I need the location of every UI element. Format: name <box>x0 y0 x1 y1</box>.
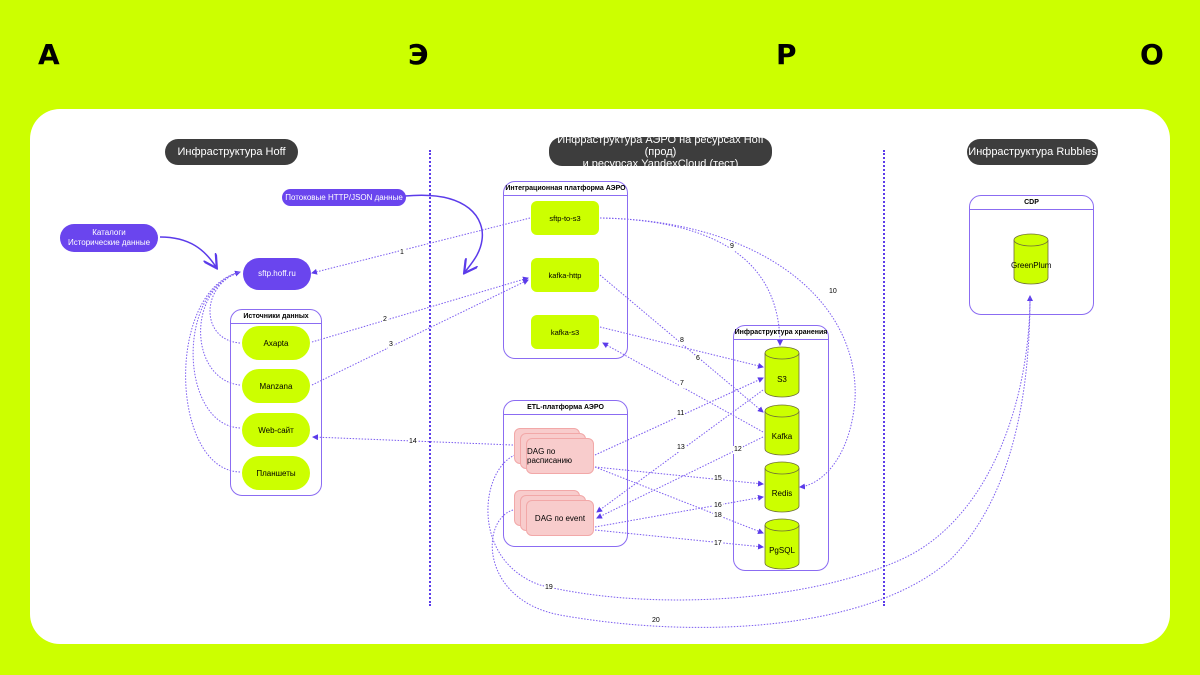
catalogs-source: Каталоги Исторические данные <box>60 224 158 252</box>
section-header-rubbles: Инфраструктура Rubbles <box>967 139 1098 165</box>
edge-website-sftp <box>192 271 241 429</box>
edge-label-12: 12 <box>733 446 743 454</box>
logo-letter-o: О <box>1140 38 1164 71</box>
cylinder-greenplum <box>1013 233 1049 285</box>
edge-label-20: 20 <box>651 617 661 625</box>
cylinder-pgsql <box>764 518 800 570</box>
integration-title: Интеграционная платформа АЭРО <box>504 182 627 196</box>
integration-kafka-http: kafka-http <box>531 258 599 292</box>
logo-letter-r: Р <box>776 38 797 71</box>
edge-tablets-sftp <box>185 271 241 473</box>
storage-group: Инфраструктура хранения <box>733 325 829 571</box>
edge-19 <box>487 295 1033 601</box>
edge-label-6: 6 <box>695 355 701 363</box>
edge-label-8: 8 <box>679 337 685 345</box>
cdp-title: CDP <box>970 196 1093 210</box>
integration-kafka-s3: kafka-s3 <box>531 315 599 349</box>
storage-title: Инфраструктура хранения <box>734 326 828 340</box>
edge-3 <box>311 279 529 386</box>
storage-redis: Redis <box>771 489 793 498</box>
sources-group: Источники данных <box>230 309 322 496</box>
dag-event-label: DAG по event <box>526 500 594 536</box>
edge-label-11: 11 <box>676 410 686 418</box>
cylinder-redis <box>764 461 800 513</box>
edge-label-2: 2 <box>382 316 388 324</box>
edge-label-3: 3 <box>388 341 394 349</box>
arrow-streaming-kafka <box>404 194 484 272</box>
edge-manzana-sftp <box>200 271 241 386</box>
edge-label-15: 15 <box>713 475 723 483</box>
arrow-catalogs-sftp <box>159 236 216 267</box>
source-website: Web-сайт <box>242 413 310 447</box>
section-header-aero: Инфраструктура АЭРО на ресурсах Hoff (пр… <box>549 134 772 170</box>
section-header-hoff: Инфраструктура Hoff <box>165 139 298 165</box>
dag-event: DAG по event <box>514 490 594 536</box>
etl-group: ETL-платформа АЭРО <box>503 400 628 547</box>
source-manzana: Manzana <box>242 369 310 403</box>
edge-label-13: 13 <box>676 444 686 452</box>
section-divider-right <box>883 150 885 606</box>
cylinder-s3 <box>764 346 800 398</box>
edge-label-19: 19 <box>544 584 554 592</box>
etl-title: ETL-платформа АЭРО <box>504 401 627 415</box>
source-axapta: Axapta <box>242 326 310 360</box>
storage-pgsql: PgSQL <box>769 546 795 555</box>
storage-s3: S3 <box>777 375 787 384</box>
edge-1 <box>311 217 531 275</box>
dag-scheduled: DAG по расписанию <box>514 428 594 474</box>
edge-17 <box>594 529 764 550</box>
edge-label-9: 9 <box>729 243 735 251</box>
edge-10 <box>599 217 856 490</box>
streaming-source: Потоковые HTTP/JSON данные <box>282 189 406 206</box>
integration-sftp-to-s3: sftp-to-s3 <box>531 201 599 235</box>
dag-scheduled-label: DAG по расписанию <box>526 438 594 474</box>
edge-20 <box>491 295 1031 628</box>
integration-group: Интеграционная платформа АЭРО <box>503 181 628 359</box>
edge-label-14: 14 <box>408 438 418 446</box>
sources-title: Источники данных <box>231 310 321 324</box>
edge-15 <box>594 466 764 487</box>
edge-label-18: 18 <box>713 512 723 520</box>
edge-label-17: 17 <box>713 540 723 548</box>
edge-label-10: 10 <box>828 288 838 296</box>
cdp-group: CDP <box>969 195 1094 315</box>
edge-18 <box>594 466 764 534</box>
edge-7 <box>602 342 764 433</box>
storage-kafka: Kafka <box>771 432 793 441</box>
cylinder-kafka <box>764 404 800 456</box>
edge-label-7: 7 <box>679 380 685 388</box>
source-tablets: Планшеты <box>242 456 310 490</box>
logo-letter-e: Э <box>408 38 429 71</box>
cdp-greenplum: GreenPlum <box>1011 261 1052 270</box>
edge-16 <box>594 494 764 528</box>
section-divider-left <box>429 150 431 606</box>
logo-letter-a: А <box>38 38 60 71</box>
sftp-node: sftp.hoff.ru <box>243 258 311 290</box>
edge-11 <box>594 377 764 456</box>
edge-label-1: 1 <box>399 249 405 257</box>
edge-label-16: 16 <box>713 502 723 510</box>
